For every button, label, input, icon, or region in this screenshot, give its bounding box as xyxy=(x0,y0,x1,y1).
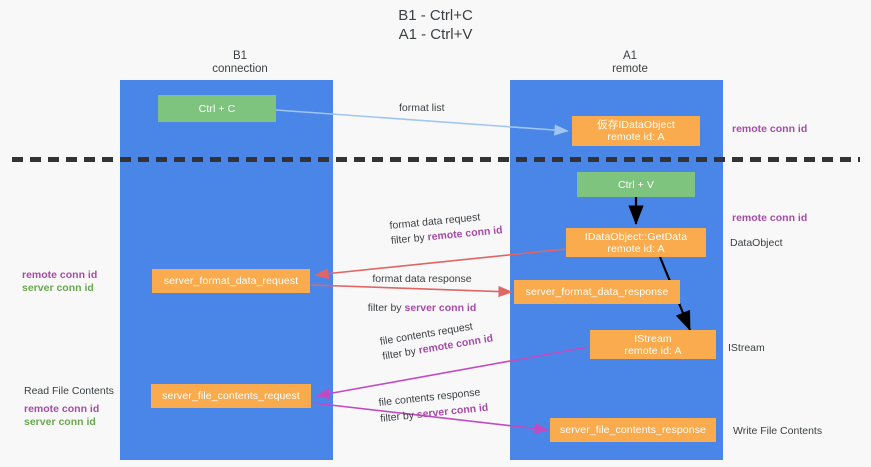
node-server-file-contents-response-label: server_file_contents_response xyxy=(560,424,706,436)
edge-label-format-data-response: format data response xyxy=(372,273,472,285)
annotation-left-read-file-contents: Read File Contents xyxy=(24,385,114,397)
node-server-format-data-response-label: server_format_data_response xyxy=(525,286,669,298)
edge-label-format-data-response-group: format data response filter by server co… xyxy=(332,273,512,315)
node-getdata-subtitle: remote id: A xyxy=(607,242,665,255)
title-line-1: B1 - Ctrl+C xyxy=(398,7,473,24)
title-line-2: A1 - Ctrl+V xyxy=(398,26,473,43)
column-header-b1-name: B1 xyxy=(232,50,248,62)
arrow-format-list xyxy=(275,109,569,136)
annotation-right-remote-conn-id-top: remote conn id xyxy=(732,123,808,135)
node-server-file-contents-response[interactable]: server_file_contents_response xyxy=(550,418,716,442)
filter-prefix-1: filter by xyxy=(390,231,429,247)
edge-label-format-data-response-filter: filter by server conn id xyxy=(332,302,512,315)
diagram-title: B1 - Ctrl+C A1 - Ctrl+V xyxy=(0,6,871,44)
annotation-right-istream: IStream xyxy=(728,342,765,354)
node-idataobject[interactable]: 仮存IDataObject remote id: A xyxy=(572,116,700,146)
annotation-right-dataobject: DataObject xyxy=(730,237,783,249)
node-getdata-title: IDataObject::GetData xyxy=(584,230,688,243)
column-header-b1-role: connection xyxy=(212,63,268,75)
column-header-a1: A1 remote xyxy=(540,50,720,76)
node-istream-title: IStream xyxy=(634,332,672,345)
node-ctrl-v-label: Ctrl + V xyxy=(617,178,655,191)
annotation-left-remote-conn-id-bottom: remote conn id xyxy=(24,403,100,415)
edge-label-format-list: format list xyxy=(399,102,445,114)
node-server-format-data-request[interactable]: server_format_data_request xyxy=(152,269,310,293)
column-header-b1: B1 connection xyxy=(150,50,330,76)
filter-prefix-2: filter by xyxy=(367,302,405,314)
node-ctrl-v[interactable]: Ctrl + V xyxy=(577,172,695,197)
node-ctrl-c[interactable]: Ctrl + C xyxy=(158,95,276,122)
annotation-left-server-conn-id-bottom: server conn id xyxy=(24,416,96,428)
annotation-left-server-conn-id-mid: server conn id xyxy=(22,282,94,294)
node-istream[interactable]: IStream remote id: A xyxy=(590,330,716,359)
arrow-file-contents-request xyxy=(315,346,589,400)
annotation-left-remote-conn-id-mid: remote conn id xyxy=(22,269,98,281)
node-server-format-data-response[interactable]: server_format_data_response xyxy=(514,280,680,304)
arrow-format-data-request xyxy=(314,248,567,280)
arrow-file-contents-response xyxy=(312,402,549,435)
annotation-right-remote-conn-id-mid: remote conn id xyxy=(732,212,808,224)
node-server-file-contents-request-label: server_file_contents_request xyxy=(162,390,300,402)
node-idataobject-subtitle: remote id: A xyxy=(607,131,665,143)
node-ctrl-c-label: Ctrl + C xyxy=(198,102,236,115)
node-istream-subtitle: remote id: A xyxy=(624,344,682,357)
filter-key-server-conn-id-1: server conn id xyxy=(404,302,477,314)
node-idataobject-getdata[interactable]: IDataObject::GetData remote id: A xyxy=(566,228,706,257)
column-header-a1-name: A1 xyxy=(622,50,638,62)
node-server-format-data-request-label: server_format_data_request xyxy=(163,275,299,287)
column-header-a1-role: remote xyxy=(612,63,648,75)
phase-separator-dashed-line xyxy=(12,157,860,162)
node-idataobject-title: 仮存IDataObject xyxy=(597,119,675,131)
filter-prefix-4: filter by xyxy=(379,409,418,425)
annotation-right-write-file-contents: Write File Contents xyxy=(733,425,823,437)
node-server-file-contents-request[interactable]: server_file_contents_request xyxy=(151,384,311,408)
arrow-format-data-response xyxy=(310,284,513,298)
